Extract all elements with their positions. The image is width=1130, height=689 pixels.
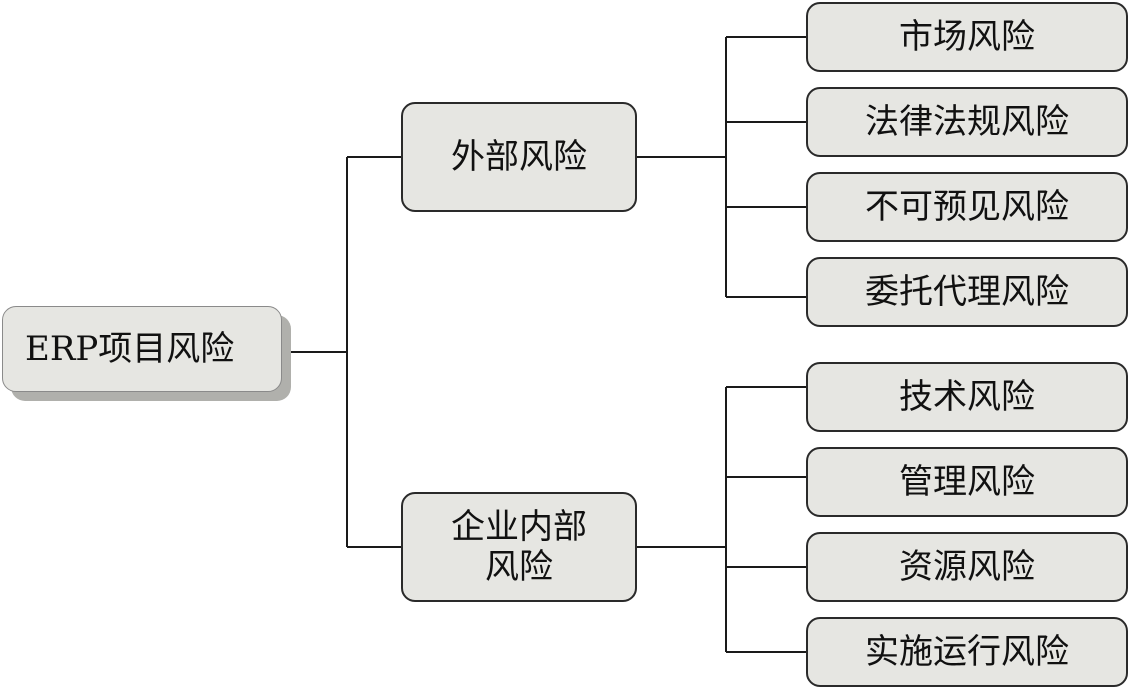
branch-node-internal-risk: 企业内部 风险	[401, 492, 637, 602]
branch-node-label: 外部风险	[451, 137, 587, 177]
leaf-node-label: 技术风险	[899, 377, 1035, 417]
leaf-node-label: 管理风险	[899, 462, 1035, 502]
leaf-node-label: 法律法规风险	[865, 102, 1069, 142]
leaf-node-label: 市场风险	[899, 17, 1035, 57]
root-node-erp-project-risk: ERP项目风险	[2, 306, 282, 392]
leaf-node-market-risk: 市场风险	[806, 2, 1128, 72]
leaf-node-unforeseeable-risk: 不可预见风险	[806, 172, 1128, 242]
leaf-node-management-risk: 管理风险	[806, 447, 1128, 517]
leaf-node-label: 不可预见风险	[865, 187, 1069, 227]
leaf-node-label: 实施运行风险	[865, 632, 1069, 672]
leaf-node-implementation-risk: 实施运行风险	[806, 617, 1128, 687]
leaf-node-label: 资源风险	[899, 547, 1035, 587]
leaf-node-label: 委托代理风险	[865, 272, 1069, 312]
branch-node-external-risk: 外部风险	[401, 102, 637, 212]
leaf-node-agency-risk: 委托代理风险	[806, 257, 1128, 327]
leaf-node-legal-risk: 法律法规风险	[806, 87, 1128, 157]
leaf-node-resource-risk: 资源风险	[806, 532, 1128, 602]
leaf-node-technical-risk: 技术风险	[806, 362, 1128, 432]
branch-node-label: 企业内部 风险	[451, 507, 587, 587]
root-node-label: ERP项目风险	[25, 329, 235, 369]
